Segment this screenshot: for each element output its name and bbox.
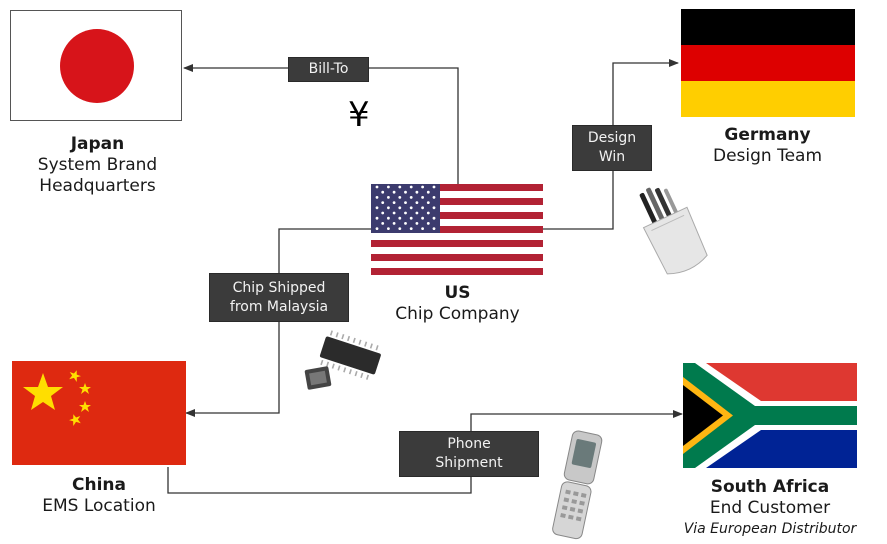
japan-flag-icon [10,10,182,121]
us-flag-icon [371,184,543,275]
design-win-line2: Win [573,148,651,167]
japan-caption: Japan System Brand Headquarters [0,134,195,197]
south-africa-flag-icon [683,363,857,468]
south-africa-note: Via European Distributor [660,519,880,539]
us-caption: US Chip Company [360,283,555,325]
phone-shipment-line2: Shipment [400,454,538,473]
phone-shipment-label: Phone Shipment [399,431,539,477]
chip-shipped-line1: Chip Shipped [210,279,348,298]
china-role: EMS Location [0,496,198,517]
bill-to-label: Bill-To [288,57,369,82]
south-africa-role: End Customer [660,498,880,519]
germany-caption: Germany Design Team [680,125,855,167]
germany-flag-icon [681,9,855,117]
germany-role: Design Team [680,146,855,167]
germany-name: Germany [724,125,810,145]
phone-shipment-line1: Phone [400,435,538,454]
bill-to-line [184,68,458,184]
chip-shipped-line2: from Malaysia [210,298,348,317]
us-role: Chip Company [360,304,555,325]
chip-shipped-label: Chip Shipped from Malaysia [209,273,349,322]
china-caption: China EMS Location [0,475,198,517]
south-africa-name: South Africa [711,477,830,497]
pens-icon [628,182,716,282]
japan-role-line2: Headquarters [0,176,195,197]
china-flag-icon [12,361,186,465]
japan-role-line1: System Brand [0,155,195,176]
us-name: US [444,283,470,303]
chip-icon [296,330,386,400]
design-win-line1: Design [573,129,651,148]
china-name: China [72,475,126,495]
japan-name: Japan [71,134,125,154]
yen-currency-icon: ¥ [348,95,370,135]
design-win-label: Design Win [572,125,652,171]
south-africa-caption: South Africa End Customer Via European D… [660,477,880,539]
flip-phone-icon [548,428,608,544]
bill-to-text: Bill-To [289,58,368,81]
